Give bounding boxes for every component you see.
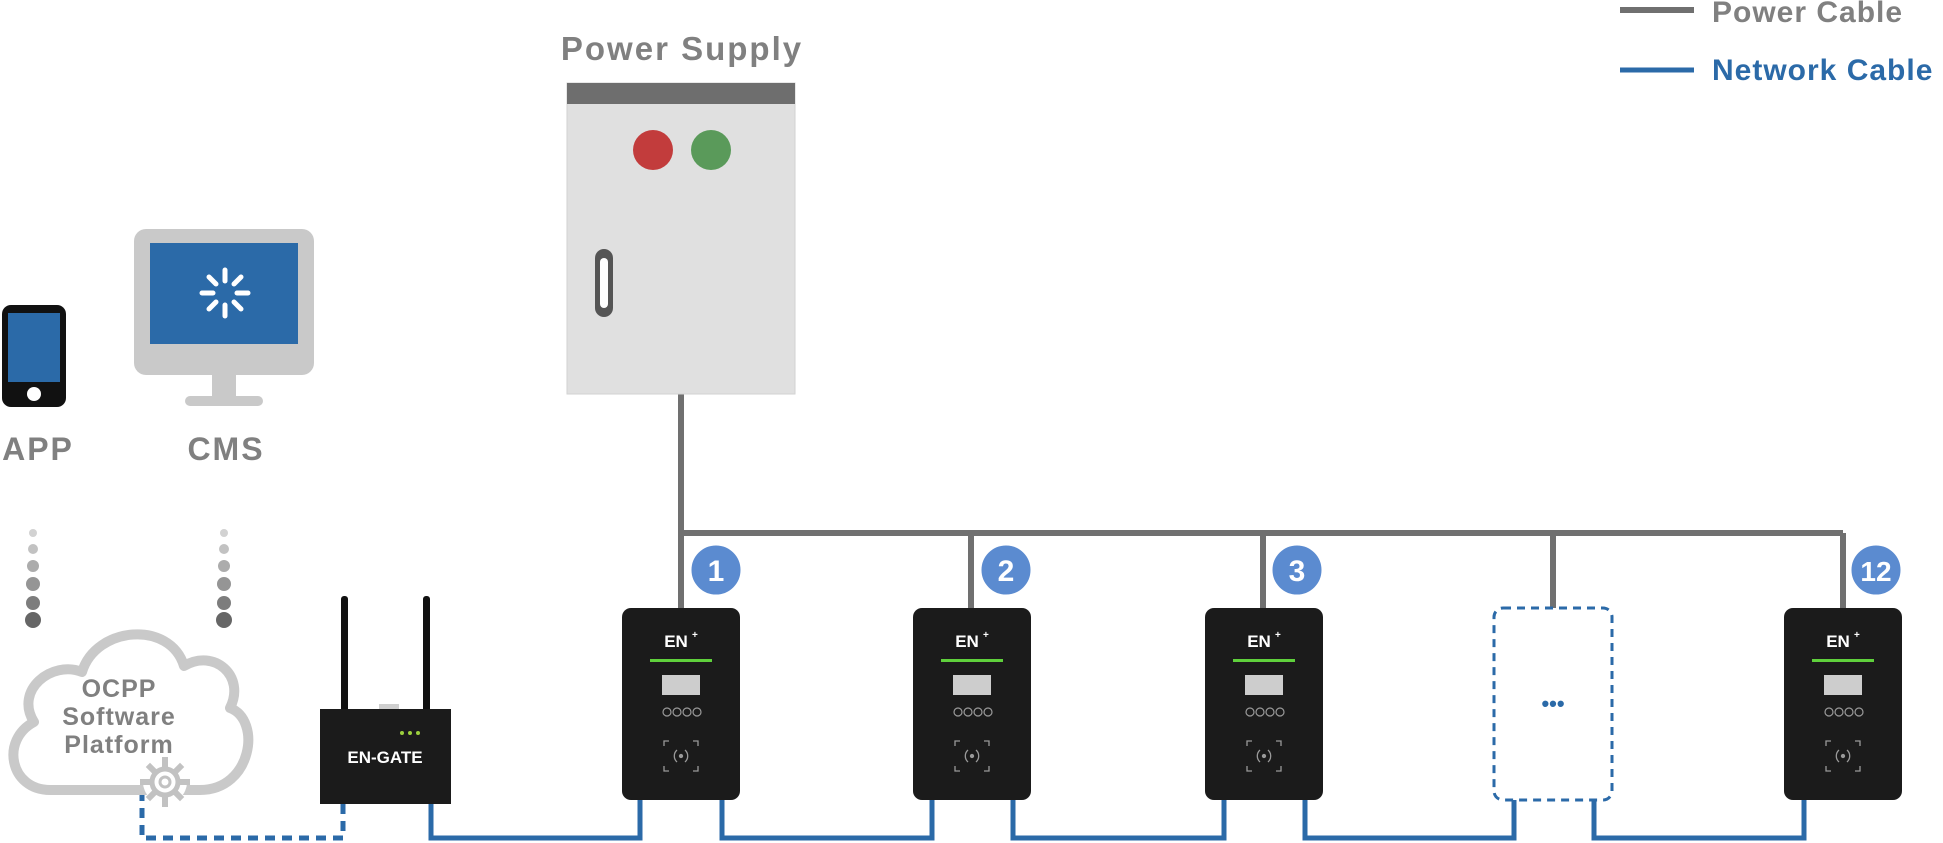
badge-number: 2 xyxy=(998,555,1015,588)
badge-number: 1 xyxy=(708,555,725,588)
charger-status-bar xyxy=(941,659,1003,662)
network-cables xyxy=(139,774,1807,841)
monitor-screen xyxy=(150,243,298,344)
power-cables xyxy=(678,394,1846,610)
gear-icon xyxy=(140,757,190,807)
cms-signal-dots xyxy=(216,529,232,628)
charger-screen xyxy=(1245,675,1283,695)
placeholder-outline xyxy=(1492,606,1614,802)
badge-circle xyxy=(688,542,744,598)
badge-number: 12 xyxy=(1860,556,1891,587)
charger-logo: EN xyxy=(955,632,979,651)
placeholder-ellipsis: ••• xyxy=(1541,691,1564,716)
antenna-right xyxy=(423,596,430,716)
charger-status-bar xyxy=(650,659,712,662)
power-supply: Power Supply xyxy=(561,30,803,395)
charger-placeholder: ••• xyxy=(1492,606,1614,802)
legend: Power Cable Network Cable xyxy=(1620,0,1933,87)
app-label: APP xyxy=(2,431,74,467)
charger-buttons xyxy=(1245,707,1285,717)
router-led-1 xyxy=(400,731,404,735)
charger-logo-sup: + xyxy=(1854,630,1860,641)
network-cable-gate-to-1 xyxy=(428,800,643,841)
charger-body xyxy=(1205,608,1323,800)
legend-power-label: Power Cable xyxy=(1712,0,1903,29)
badge-number: 3 xyxy=(1289,555,1306,588)
badge-circle xyxy=(1848,542,1904,598)
charger-3: EN + xyxy=(1205,608,1323,800)
network-cable-2-to-3 xyxy=(1010,800,1227,841)
badge-circle xyxy=(978,542,1034,598)
en-gate-router: EN-GATE xyxy=(320,596,451,804)
rfid-icon xyxy=(663,740,699,772)
charger-logo-sup: + xyxy=(983,630,989,641)
charger-1: EN + xyxy=(622,608,740,800)
cms-client: CMS xyxy=(134,229,314,467)
cloud-label-line3: Platform xyxy=(64,731,173,759)
antenna-left xyxy=(341,596,348,716)
network-cable-1-to-2 xyxy=(719,800,935,841)
network-cable-3-to-placeholder xyxy=(1302,800,1517,841)
power-supply-top-bar xyxy=(567,83,795,104)
phone-home-button xyxy=(27,387,41,401)
charger-body xyxy=(1784,608,1902,800)
cloud-shape xyxy=(8,629,254,795)
charger-badge-12: 12 xyxy=(1848,542,1904,598)
charger-logo-sup: + xyxy=(692,630,698,641)
charger-status-bar xyxy=(1233,659,1295,662)
charger-12: EN + xyxy=(1784,608,1902,800)
charger-screen xyxy=(1824,675,1862,695)
charger-body xyxy=(913,608,1031,800)
cloud-label-line1: OCPP xyxy=(82,675,157,703)
loading-icon xyxy=(199,267,251,319)
router-body xyxy=(320,709,451,804)
app-signal-dots xyxy=(25,529,41,628)
charger-badge-1: 1 xyxy=(688,542,744,598)
charger-screen xyxy=(953,675,991,695)
charger-buttons xyxy=(953,707,993,717)
gateway-label: EN-GATE xyxy=(347,748,422,767)
app-client: APP xyxy=(2,305,74,467)
charger-logo: EN xyxy=(664,632,688,651)
charger-logo-sup: + xyxy=(1275,630,1281,641)
router-led-2 xyxy=(408,731,412,735)
cabinet-handle-inner xyxy=(600,258,608,308)
charger-logo: EN xyxy=(1826,632,1850,651)
power-supply-title: Power Supply xyxy=(561,30,803,67)
router-led-3 xyxy=(416,731,420,735)
power-supply-cabinet xyxy=(566,82,796,395)
network-cable-placeholder-to-12 xyxy=(1591,800,1807,841)
charger-2: EN + xyxy=(913,608,1031,800)
monitor-neck xyxy=(212,372,236,398)
phone-screen xyxy=(8,313,60,382)
rfid-icon xyxy=(954,740,990,772)
badge-circle xyxy=(1269,542,1325,598)
charger-badge-2: 2 xyxy=(978,542,1034,598)
charger-badge-3: 3 xyxy=(1269,542,1325,598)
rfid-icon xyxy=(1246,740,1282,772)
rfid-icon xyxy=(1825,740,1861,772)
monitor-base xyxy=(185,396,263,406)
green-indicator-light xyxy=(691,130,731,170)
legend-network-label: Network Cable xyxy=(1712,54,1933,87)
charger-screen xyxy=(662,675,700,695)
cms-label: CMS xyxy=(187,431,264,467)
red-indicator-light xyxy=(633,130,673,170)
charger-logo: EN xyxy=(1247,632,1271,651)
ocpp-cloud: OCPP Software Platform xyxy=(8,629,254,807)
charger-buttons xyxy=(1824,707,1864,717)
cloud-label-line2: Software xyxy=(62,703,176,731)
charger-status-bar xyxy=(1812,659,1874,662)
charger-body xyxy=(622,608,740,800)
charger-buttons xyxy=(662,707,702,717)
